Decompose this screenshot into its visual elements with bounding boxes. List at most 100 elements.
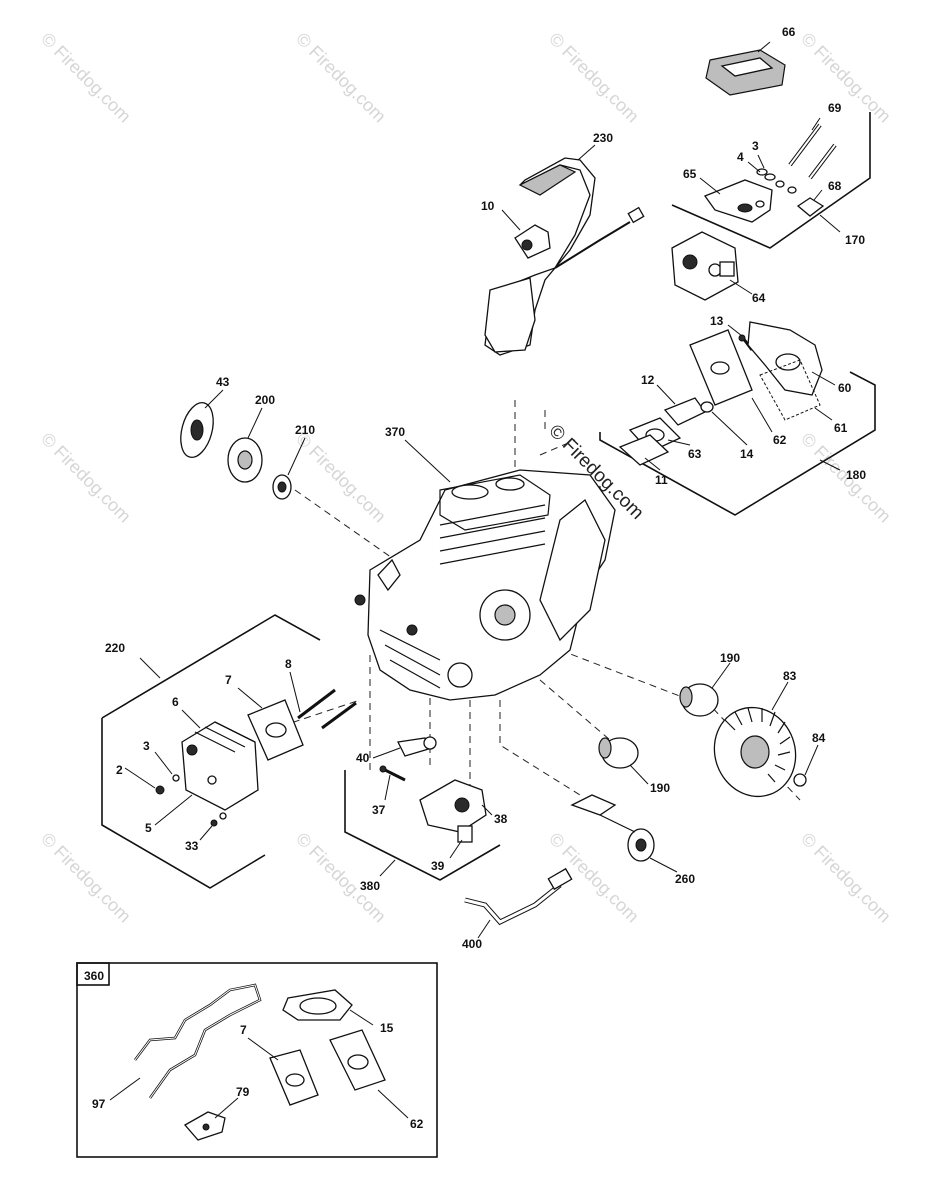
callout-380: 380 [360,879,380,893]
callout-4: 4 [737,150,744,164]
callout-33: 33 [185,839,199,853]
callout-68: 68 [828,179,842,193]
callout-65: 65 [683,167,697,181]
part-400-oil-line [464,867,573,926]
dash-line [294,489,396,561]
part-97-crankcase-gasket [134,983,262,1099]
callout-230: 230 [593,131,613,145]
callout-labels: 66 69 3 4 65 68 170 64 230 10 13 12 60 6… [84,25,866,1131]
part-43-clutch-drum [180,402,214,458]
part-7-muffler-gasket [247,699,304,761]
callout-2: 2 [116,763,123,777]
callout-11: 11 [655,473,668,487]
part-15-cylinder-gasket [282,989,353,1021]
part-84-nut [793,773,807,787]
watermark: © Firedog.com [292,29,390,127]
part-370-engine-block [354,469,616,701]
callout-15: 15 [380,1021,394,1035]
part-64-carburetor [671,231,739,301]
callout-370: 370 [385,425,405,439]
dash-line [539,439,576,456]
part-260-fuel-pickup [570,794,655,862]
part-33-screw [210,812,227,827]
part-68-spacer [796,197,825,217]
part-210-bearing [272,474,292,500]
callout-170: 170 [845,233,865,247]
part-62-gasket [689,329,753,406]
watermark: © Firedog.com [292,829,390,927]
watermark: © Firedog.com [292,429,390,527]
callout-64: 64 [752,291,766,305]
part-6-muffler [181,721,259,811]
callout-10: 10 [481,199,495,213]
watermark: © Firedog.com [797,29,895,127]
part-2-3-nut-washer [155,774,180,795]
leader-220 [139,657,161,679]
part-39-bushing [457,825,473,843]
watermark: © Firedog.com [797,829,895,927]
dash-line [559,649,691,701]
watermark: © Firedog.com [37,429,135,527]
bracket-170 [671,112,871,249]
leader-lines [109,41,836,1119]
part-79-gasket [183,1111,226,1141]
part-83-flywheel [713,706,797,798]
callout-5: 5 [145,821,152,835]
callout-7b: 7 [240,1023,247,1037]
callout-190: 190 [720,651,740,665]
part-60-intake-flange [747,321,823,396]
part-38-oil-pump [419,779,487,833]
part-190-clutch-assembly [598,737,639,769]
part-65-air-filter-bracket [703,179,773,223]
callout-62: 62 [773,433,787,447]
callout-14: 14 [740,447,754,461]
callout-84: 84 [812,731,826,745]
callout-39: 39 [431,859,445,873]
watermark: © Firedog.com [545,29,643,127]
leader-170 [819,214,841,233]
bracket-180 [599,371,876,516]
callout-63: 63 [688,447,702,461]
callout-7: 7 [225,673,232,687]
callout-38: 38 [494,812,508,826]
callout-37: 37 [372,803,386,817]
callout-40: 40 [356,751,370,765]
part-66-top-cover [705,49,786,96]
callout-3b: 3 [143,739,150,753]
callout-79: 79 [236,1085,250,1099]
inset-label-360: 360 [84,969,104,983]
part-69-bolts [788,123,837,180]
watermark: © Firedog.com [37,29,135,127]
part-40-oil-pump-worm [397,736,437,757]
callout-220: 220 [105,641,125,655]
callout-43: 43 [216,375,230,389]
callout-180: 180 [846,468,866,482]
part-11-gasket [618,434,670,466]
callout-8: 8 [285,657,292,671]
callout-260: 260 [675,872,695,886]
part-3-4-washers [756,168,797,194]
part-37-adjuster-screw [379,765,406,782]
part-200-clutch [227,437,263,483]
inset-label-box [76,962,110,986]
callout-190b: 190 [650,781,670,795]
callout-210: 210 [295,423,315,437]
callout-3: 3 [752,139,759,153]
bracket-220 [101,614,321,889]
callout-12: 12 [641,373,655,387]
part-230-handle [484,157,645,356]
callout-400: 400 [462,937,482,951]
part-7-muffler-gasket-kit [269,1049,319,1106]
bracket-380 [344,770,501,881]
part-10-ignition-switch [514,224,551,259]
callout-60: 60 [838,381,852,395]
part-12-bushing [663,397,706,426]
callout-97: 97 [92,1097,106,1111]
part-62-intake-gasket-kit [329,1029,386,1091]
leader-180 [819,459,841,471]
callout-66: 66 [782,25,796,39]
callout-6: 6 [172,695,179,709]
inset-box-360 [76,962,438,1158]
